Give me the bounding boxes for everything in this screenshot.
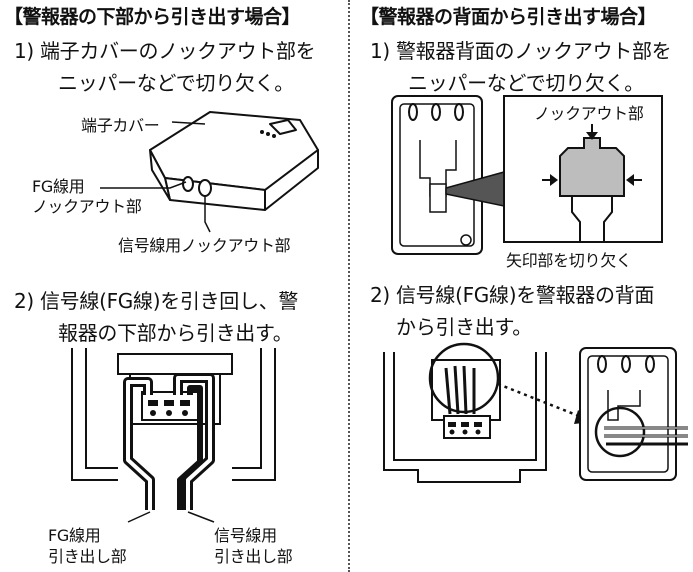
left-step2-line2: 報器の下部から引き出す。 [58, 321, 293, 345]
right-step2-line1: 2) 信号線(FG線)を警報器の背面 [370, 283, 655, 307]
left-step1-line2: ニッパーなどで切り欠く。 [58, 71, 294, 95]
label-fg-exit-line2: 引き出し部 [48, 547, 127, 566]
label-signal-knockout: 信号線用ノックアウト部 [118, 236, 291, 255]
right-heading: 【警報器の背面から引き出す場合】 [360, 6, 657, 28]
label-fg-knockout-line1: FG線用 [32, 177, 85, 196]
left-step2-line1: 2) 信号線(FG線)を引き回し、警 [14, 289, 299, 313]
label-arrow-cut: 矢印部を切り欠く [506, 251, 632, 270]
right-step1-line2: ニッパーなどで切り欠く。 [408, 71, 644, 95]
left-heading: 【警報器の下部から引き出す場合】 [4, 6, 301, 28]
label-signal-exit-line1: 信号線用 [214, 526, 277, 545]
right-step1-line1: 1) 警報器背面のノックアウト部を [370, 39, 672, 63]
label-terminal-cover: 端子カバー [81, 116, 160, 135]
label-knockout: ノックアウト部 [534, 104, 644, 123]
left-step1-line1: 1) 端子カバーのノックアウト部を [14, 39, 316, 63]
right-step2-line2: から引き出す。 [396, 315, 532, 339]
column-divider [348, 0, 350, 572]
label-fg-knockout-line2: ノックアウト部 [32, 197, 142, 216]
label-signal-exit-line2: 引き出し部 [214, 547, 293, 566]
label-fg-exit-line1: FG線用 [48, 526, 101, 545]
